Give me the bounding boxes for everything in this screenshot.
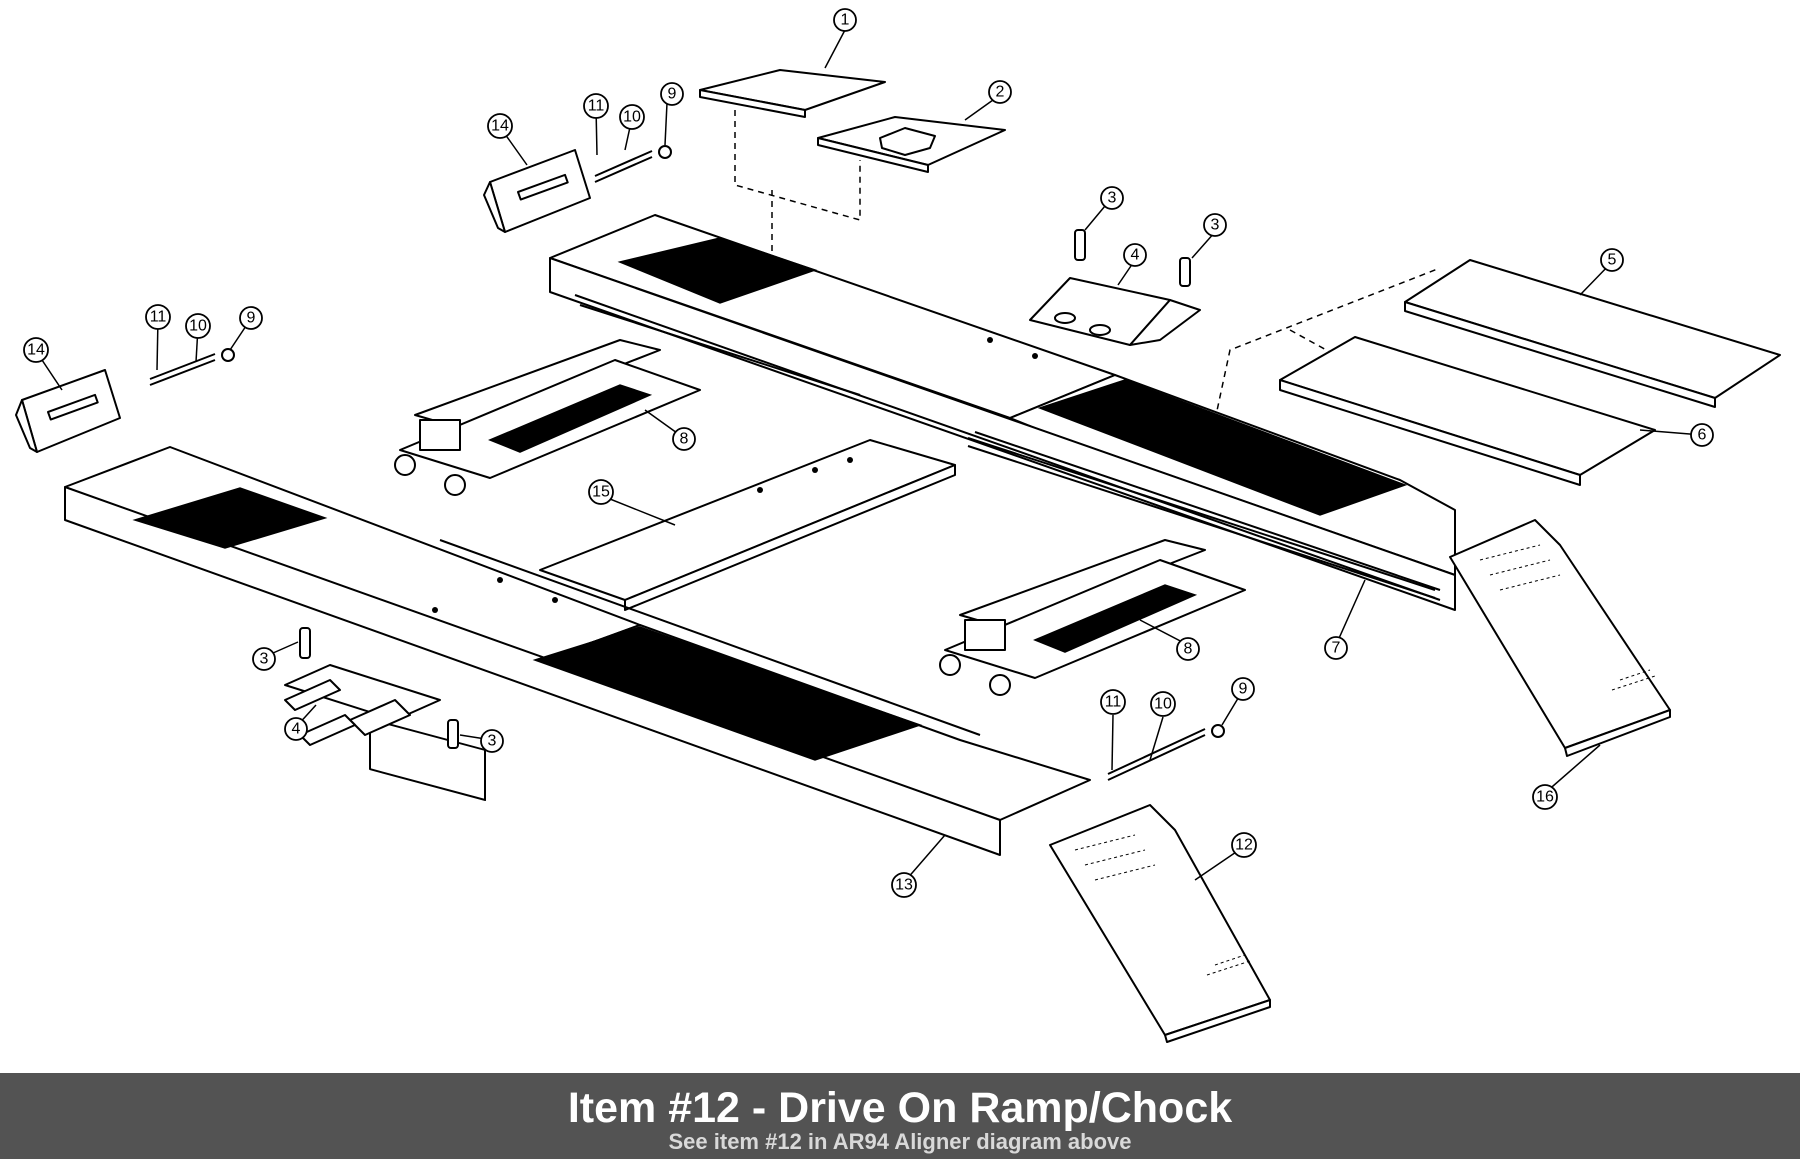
part-ramp-16 [1449,519,1671,757]
callout-label: 8 [680,431,689,448]
part-pin-assembly-lower [1107,724,1225,781]
callout-label: 8 [1184,641,1193,658]
callout-label: 7 [1332,640,1341,657]
callout-label: 16 [1536,789,1554,806]
part-chock-14-top [483,149,591,233]
part-pins-3-lower [299,627,459,749]
callout-14: 14 [23,337,49,363]
callout-label: 1 [841,12,850,29]
part-bracket-4-lower [284,664,441,746]
callout-11: 11 [583,93,609,119]
callout-4: 4 [284,717,308,741]
part-rail-7 [967,437,1436,599]
part-turnplate-2 [817,116,1006,173]
callout-9: 9 [660,82,684,106]
part-pin-assembly-left [149,348,235,386]
callout-label: 14 [27,342,45,359]
callout-label: 4 [1131,247,1140,264]
part-bracket-4-upper [1029,277,1201,346]
callout-label: 10 [1154,696,1172,713]
callout-4: 4 [1123,243,1147,267]
callout-label: 10 [189,318,207,335]
callout-3: 3 [1100,186,1124,210]
callout-label: 6 [1698,427,1707,444]
callout-3: 3 [1203,213,1227,237]
callout-label: 5 [1608,252,1617,269]
part-runway-13 [64,446,1091,856]
callout-2: 2 [988,80,1012,104]
callout-label: 9 [247,310,256,327]
callout-7: 7 [1324,636,1348,660]
caption-subtitle: See item #12 in AR94 Aligner diagram abo… [668,1129,1132,1154]
callout-label: 4 [292,721,301,738]
callout-label: 3 [260,651,269,668]
parts-diagram: 1 2 3 3 4 5 6 7 8 9 10 11 14 9 10 11 14 … [15,8,1781,1043]
callout-10: 10 [185,313,211,339]
callout-12: 12 [1231,832,1257,858]
callout-5: 5 [1600,248,1624,272]
callout-15: 15 [588,479,614,505]
dashed-leader-1 [734,110,861,221]
callout-label: 11 [150,309,167,326]
callout-label: 11 [588,98,605,115]
part-crossbeam-15 [539,439,956,611]
caption-bar: Item #12 - Drive On Ramp/Chock See item … [0,1073,1800,1159]
callout-6: 6 [1690,423,1714,447]
callout-label: 3 [1211,217,1220,234]
callout-10: 10 [619,104,645,130]
callout-label: 3 [488,733,497,750]
callout-11: 11 [145,304,171,330]
callout-label: 2 [996,84,1005,101]
callout-label: 12 [1235,837,1253,854]
callout-label: 14 [491,118,509,135]
callout-8: 8 [672,427,696,451]
part-pins-3-upper [1074,229,1191,287]
part-chock-14-left [15,369,121,453]
callout-label: 3 [1108,190,1117,207]
callout-label: 9 [1239,681,1248,698]
caption-title: Item #12 - Drive On Ramp/Chock [567,1084,1233,1132]
callout-9: 9 [1231,677,1255,701]
part-ramp-12 [1049,804,1271,1043]
callout-13: 13 [891,872,917,898]
callout-label: 11 [1105,694,1122,711]
callout-label: 13 [895,877,913,894]
part-plate-5 [1404,259,1781,408]
part-pin-assembly-top [594,145,672,183]
callout-label: 9 [668,86,677,103]
callout-3: 3 [252,647,276,671]
callout-3: 3 [480,729,504,753]
part-slide-8-upper [394,339,701,496]
callout-10: 10 [1150,691,1176,717]
callout-16: 16 [1532,784,1558,810]
callout-label: 15 [592,484,610,501]
callout-label: 10 [623,109,641,126]
dashed-leader-5-6 [1214,267,1441,421]
callout-14: 14 [487,113,513,139]
callout-8: 8 [1176,637,1200,661]
callout-11: 11 [1100,689,1126,715]
part-plate-1 [699,69,886,118]
callout-1: 1 [833,8,857,32]
callout-9: 9 [239,306,263,330]
part-slide-8-lower [939,539,1246,696]
